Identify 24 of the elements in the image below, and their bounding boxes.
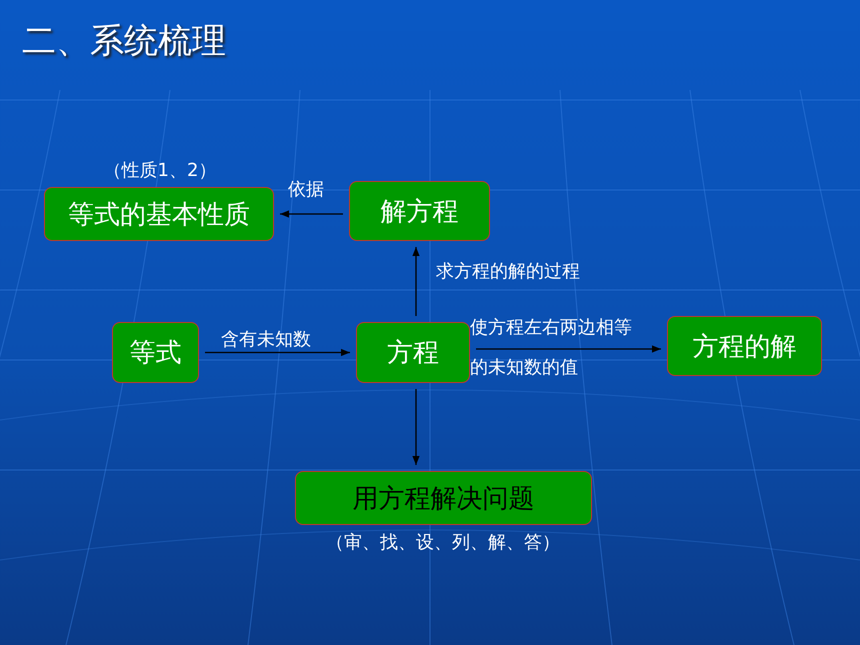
concept-box — [356, 322, 470, 383]
slide-title: 二、系统梳理 — [22, 20, 226, 63]
node-text: 解方程 — [380, 196, 458, 228]
concept-box — [667, 316, 822, 376]
arrow — [476, 345, 661, 353]
node-text: 用方程解决问题 — [352, 482, 534, 516]
node-text: 方程的解 — [692, 330, 796, 364]
node-text: 等式的基本性质 — [68, 198, 250, 232]
node-note: （审、找、设、列、解、答） — [326, 531, 560, 554]
edge-label: 使方程左右两边相等的未知数的值 — [470, 316, 633, 380]
arrow — [205, 348, 350, 356]
node-note: （性质1、2） — [104, 159, 216, 182]
concept-box — [295, 471, 592, 525]
concept-box — [44, 187, 274, 241]
arrow — [412, 247, 420, 316]
concept-box — [349, 181, 490, 241]
edge-label: 含有未知数 — [221, 328, 311, 351]
node-text: 方程 — [387, 337, 439, 370]
node-text: 等式 — [130, 337, 182, 370]
edge-label: 依据 — [288, 178, 324, 201]
edge-label: 求方程的解的过程 — [436, 260, 580, 283]
concept-box — [112, 322, 199, 383]
arrow — [280, 210, 343, 218]
arrow — [412, 389, 420, 465]
